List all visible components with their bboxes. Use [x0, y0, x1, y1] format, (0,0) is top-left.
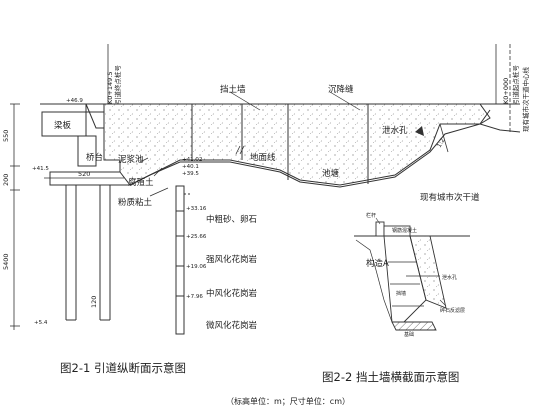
fill-body [103, 103, 491, 186]
cross-drain-label: 泄水孔 [442, 274, 457, 281]
leader-mud [139, 157, 149, 163]
mud-pool-label: 泥浆池 [118, 154, 144, 165]
elevation-texts: +46.9 +41.5 +41.02 +40.1 +39.5 +33.16 +2… [32, 98, 207, 326]
cap-beam-label: 钢筋混凝土 [392, 227, 417, 234]
elev-46-9: +46.9 [66, 98, 83, 104]
gravel-leader [439, 299, 447, 307]
elev-39-5: +39.5 [182, 171, 199, 177]
units-note: （标高单位：m；尺寸单位：cm） [226, 396, 350, 406]
structure-a-label: 构造A [366, 258, 389, 269]
break-mark [235, 145, 245, 155]
elev-40-1: +40.1 [182, 164, 199, 170]
pond-label: 池塘 [322, 168, 340, 179]
station-texts: 引道终点桩号 K0+149.5 K0+000 引道起点桩号 现有城市次干道中心线 [106, 65, 530, 133]
medium-weathered-label: 中风化花岗岩 [206, 288, 258, 299]
gravel-layer-label: 碎石反滤层 [440, 307, 465, 314]
existing-road-label: 现有城市次干道 [420, 192, 480, 203]
abutment-wall [77, 135, 97, 167]
end-station-number: K0+149.5 [106, 72, 114, 104]
caption-fig-2-2: 图2-2 挡土墙横截面示意图 [322, 370, 459, 384]
elev-5-4: +5.4 [34, 320, 48, 326]
cross-section-labels: 栏杆 钢筋混凝土 泄水孔 挡墙 碎石反滤层 基础 [366, 212, 465, 338]
slight-weathered-label: 微风化花岗岩 [206, 320, 258, 331]
elev-25-66: +25.66 [186, 234, 207, 240]
abutment-label: 桥台 [86, 152, 103, 163]
end-station-text: 引道终点桩号 [113, 65, 122, 105]
dim-520: 520 [78, 170, 90, 178]
elev-41-5: +41.5 [32, 166, 49, 172]
foundation-block [391, 321, 437, 331]
long-section-labels: 梁板 桥台 泥浆池 腐殖土 粉质粘土 挡土墙 沉降缝 地面线 泄水孔 池塘 中粗… [54, 84, 480, 331]
settlement-joint-label: 沉降缝 [328, 84, 354, 95]
caption-fig-2-1: 图2-1 引道纵断面示意图 [60, 361, 186, 375]
retaining-wall-label: 挡土墙 [220, 84, 246, 95]
start-station-number: K0+000 [502, 78, 510, 104]
leader-humus [153, 167, 163, 177]
railing-post [375, 221, 385, 237]
ground-line [129, 123, 481, 188]
leader-silty [149, 187, 169, 197]
dim-200: 200 [2, 174, 10, 186]
borehole-column [175, 185, 185, 335]
dim-120: 120 [90, 296, 98, 308]
elev-41-02: +41.02 [182, 157, 202, 163]
drain-hole-marker [415, 126, 424, 136]
slope-line [439, 123, 449, 153]
slope-label: 1:2 [436, 137, 447, 149]
sand-gravel-label: 中粗砂、卵石 [206, 214, 257, 225]
strong-weathered-label: 强风化花岗岩 [206, 254, 258, 265]
ground-line-label: 地面线 [250, 152, 276, 163]
railing-label: 栏杆 [366, 212, 376, 219]
dimension-texts: 550 200 5400 520 120 [2, 130, 98, 308]
beam-slab [41, 111, 87, 137]
start-station-text: 引道起点桩号 [511, 65, 520, 105]
elev-7-96: +7.96 [186, 294, 203, 300]
leader-joint [329, 91, 361, 111]
railing-leader [375, 217, 381, 225]
gravel-layer [409, 235, 447, 309]
drain-hole-label: 泄水孔 [382, 125, 408, 136]
dim-550: 550 [2, 130, 10, 142]
long-section [10, 44, 521, 335]
leader-wall [229, 91, 261, 111]
cross-wall-label: 挡墙 [396, 290, 406, 297]
elev-33-16: +33.16 [186, 206, 207, 212]
foundation-label: 基础 [404, 331, 414, 338]
silty-clay-label: 粉质粘土 [118, 197, 153, 208]
elev-19-06: +19.06 [186, 264, 207, 270]
dim-5400: 5400 [2, 253, 10, 270]
left-slope [355, 239, 393, 323]
beam-label: 梁板 [54, 120, 72, 131]
wall-body [383, 235, 427, 323]
road-center-text: 现有城市次干道中心线 [521, 67, 530, 133]
cross-section [354, 217, 470, 331]
humus-label: 腐殖土 [128, 177, 154, 188]
